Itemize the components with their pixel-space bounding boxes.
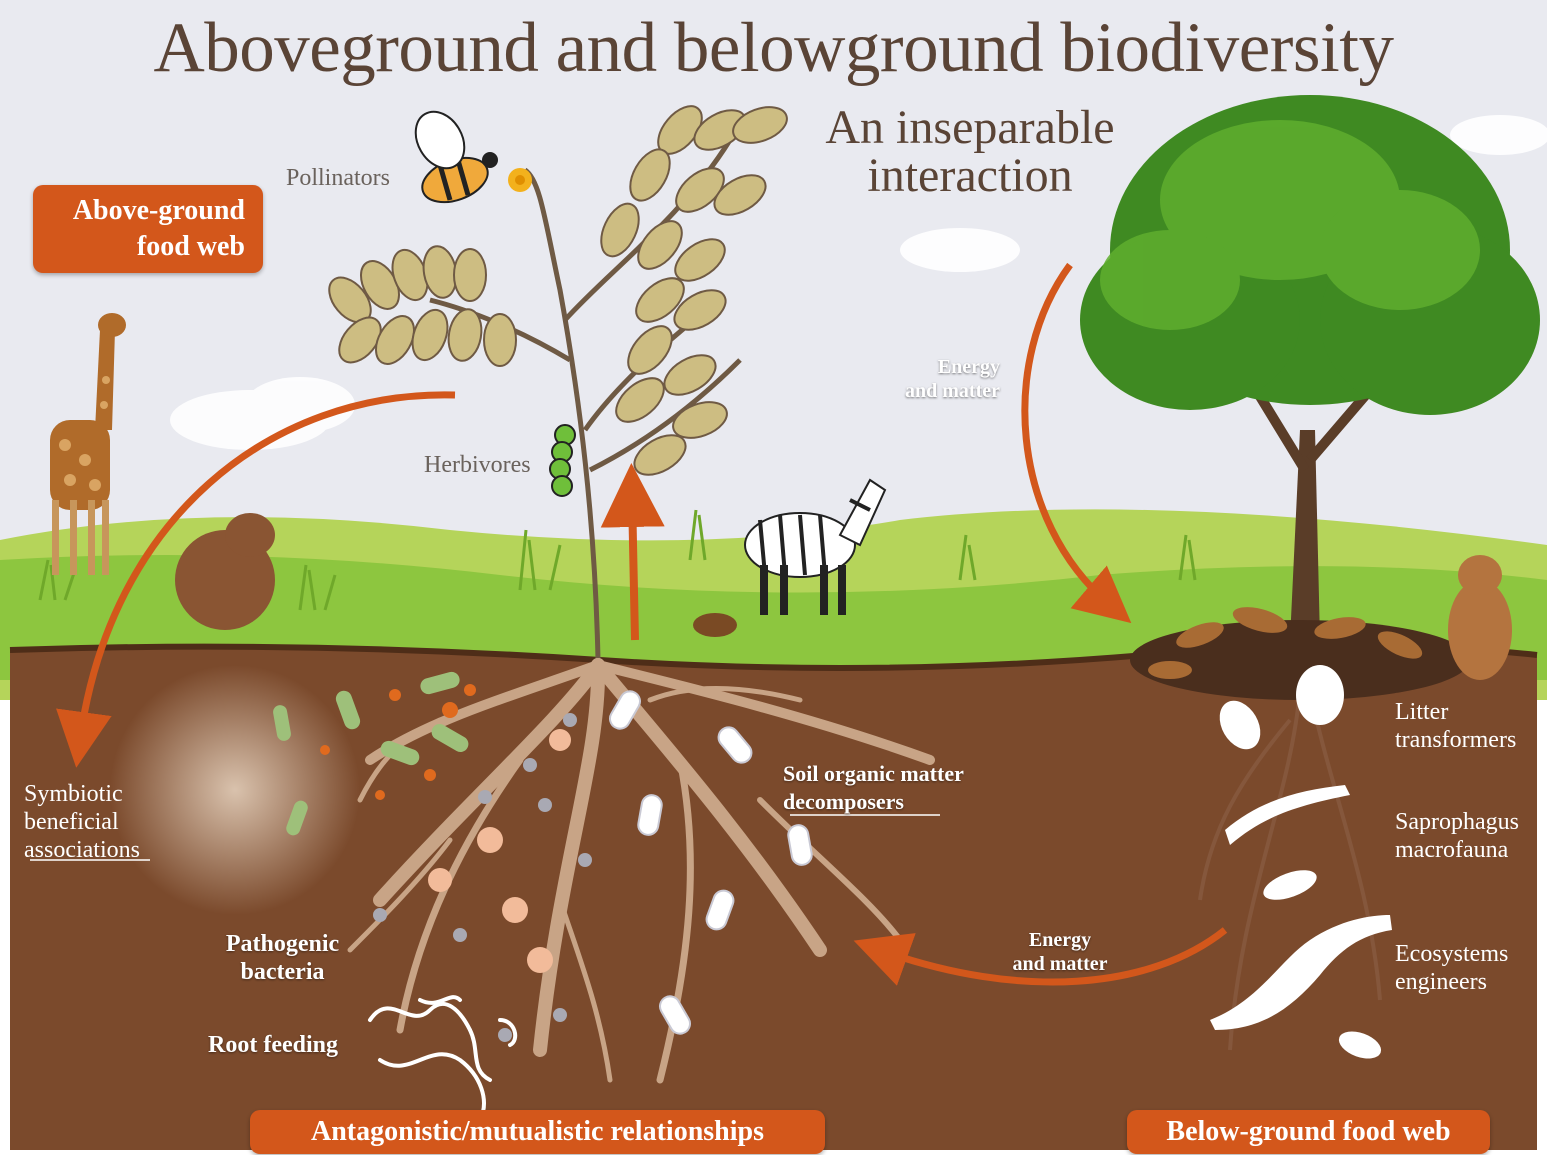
label-litter-transformers: Litter transformers [1395, 698, 1516, 754]
above-ground-tag-line-1: Above-ground [33, 193, 245, 229]
sapro-line-1: Saprophagus [1395, 808, 1519, 836]
flower-icon [508, 168, 532, 192]
label-pollinators: Pollinators [286, 165, 390, 192]
symbiotic-line-2: beneficial [24, 808, 140, 836]
label-energy-bottom: Energy and matter [990, 928, 1130, 976]
litter-line-2: transformers [1395, 726, 1516, 754]
page-title: Aboveground and belowground biodiversity [0, 8, 1547, 89]
litter-line-1: Litter [1395, 698, 1516, 726]
subtitle-line-2: interaction [790, 152, 1150, 200]
below-ground-tag: Below-ground food web [1127, 1110, 1490, 1154]
label-ecosystem-engineers: Ecosystems engineers [1395, 940, 1508, 996]
soil-om-line-2: decomposers [783, 788, 964, 816]
energy-top-line-2: and matter [880, 379, 1000, 403]
subtitle: An inseparable interaction [790, 104, 1150, 200]
label-pathogenic: Pathogenic bacteria [210, 930, 355, 986]
label-saprophagus: Saprophagus macrofauna [1395, 808, 1519, 864]
symbiotic-line-1: Symbiotic [24, 780, 140, 808]
pathogenic-line-2: bacteria [210, 958, 355, 986]
mycorrhiza-fuzz [110, 665, 360, 915]
energy-top-line-1: Energy [880, 355, 1000, 379]
relationships-tag: Antagonistic/mutualistic relationships [250, 1110, 825, 1154]
above-ground-tag-line-2: food web [33, 229, 245, 265]
label-root-feeding: Root feeding [208, 1032, 338, 1059]
eco-line-2: engineers [1395, 968, 1508, 996]
label-energy-top: Energy and matter [880, 355, 1000, 403]
soil-om-line-1: Soil organic matter [783, 760, 964, 788]
label-symbiotic: Symbiotic beneficial associations [24, 780, 140, 864]
above-ground-tag: Above-ground food web [33, 185, 263, 273]
energy-bottom-line-1: Energy [990, 928, 1130, 952]
symbiotic-line-3: associations [24, 836, 140, 864]
sapro-line-2: macrofauna [1395, 836, 1519, 864]
pathogenic-line-1: Pathogenic [210, 930, 355, 958]
arrow-up-stem [632, 495, 635, 640]
eco-line-1: Ecosystems [1395, 940, 1508, 968]
label-soil-organic-matter: Soil organic matter decomposers [783, 760, 964, 816]
label-herbivores: Herbivores [424, 452, 531, 479]
energy-bottom-line-2: and matter [990, 952, 1130, 976]
dung [693, 613, 737, 637]
subtitle-line-1: An inseparable [790, 104, 1150, 152]
